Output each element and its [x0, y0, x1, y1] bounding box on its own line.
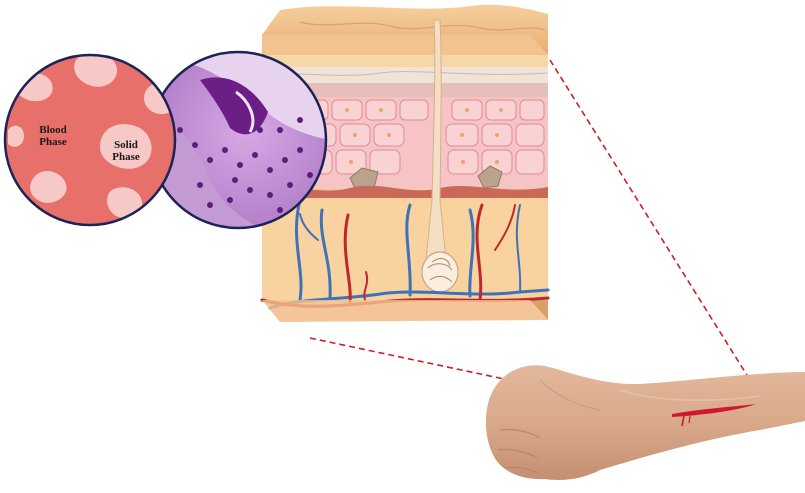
solid-phase-label-line1: Solid: [96, 139, 156, 151]
blood-phase-label-line2: Phase: [23, 136, 83, 148]
guide-line-right: [550, 60, 760, 396]
solid-phase-label: Solid Phase: [96, 139, 156, 163]
blood-phase-label-line1: Blood: [23, 124, 83, 136]
arm-with-wound-icon: [486, 365, 805, 480]
blood-phase-label: Blood Phase: [23, 124, 83, 148]
solid-phase-label-line2: Phase: [96, 151, 156, 163]
